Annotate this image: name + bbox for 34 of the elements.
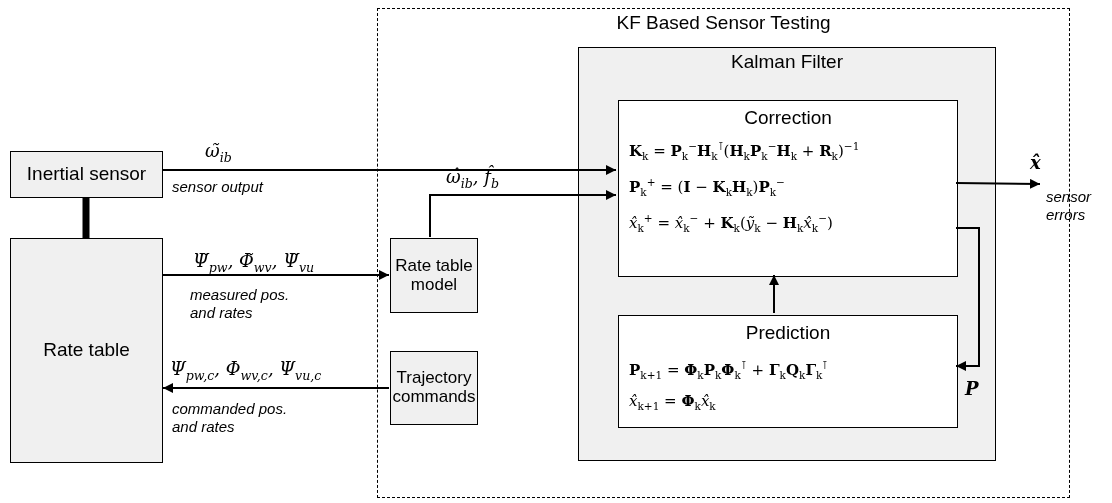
process-box (10, 151, 163, 198)
process-box (390, 238, 478, 313)
annotation: commanded pos. and rates (172, 400, 289, 436)
edge-label: P (965, 378, 979, 399)
process-box (10, 238, 163, 463)
stage-title: Correction (744, 107, 832, 129)
region-title: KF Based Sensor Testing (616, 13, 831, 34)
filter-box (578, 47, 996, 461)
box-label: Rate table (43, 340, 130, 361)
arrow (162, 165, 617, 175)
arrow (955, 178, 1041, 189)
box-title: Kalman Filter (731, 52, 843, 73)
process-box (390, 351, 478, 425)
annotation: sensor output (172, 178, 265, 196)
annotation: measured pos. and rates (190, 286, 291, 322)
box-label: Inertial sensor (26, 164, 147, 185)
box-label: Rate table model (394, 256, 474, 295)
arrow (769, 274, 779, 314)
equation: x̂$_{k}$$^{+}$ = x̂$_{k}$$^{−}$ + K$_{k}$(ỹ$_{k}$ − H$_{k}$x̂$_{k}$$^{−}$) (629, 211, 833, 236)
edge-label: Ψ̃$_{pw}$, Φ̃$_{wv}$, Ψ̃$_{vu}$ (193, 250, 315, 275)
edge-label: x̂ (1030, 152, 1041, 173)
edge-label: ω̃$_{ib}$ (205, 140, 232, 165)
equation: K$_{k}$ = P$_{k}$$^{−}$H$_{k}$$^{⊺}$(H$_{k}$P$_{k}$$^{−}$H$_{k}$ + R$_{k}$)$^{−1}$ (629, 139, 860, 164)
stage-box (618, 100, 958, 277)
arrow (162, 383, 390, 393)
edge-label: Ψ$_{pw,c}$, Φ$_{wv,c}$, Ψ$_{vu,c}$ (170, 358, 322, 383)
box-label: Trajectory commands (391, 369, 477, 407)
arrow (162, 270, 390, 280)
arrow (955, 227, 980, 371)
equation: x̂$_{k+1}$ = Φ$_{k}$x̂$_{k}$ (629, 391, 716, 414)
stage-box (618, 315, 958, 428)
stage-title: Prediction (745, 322, 831, 344)
arrow (429, 190, 617, 238)
output-label: sensor errors (1046, 188, 1093, 224)
